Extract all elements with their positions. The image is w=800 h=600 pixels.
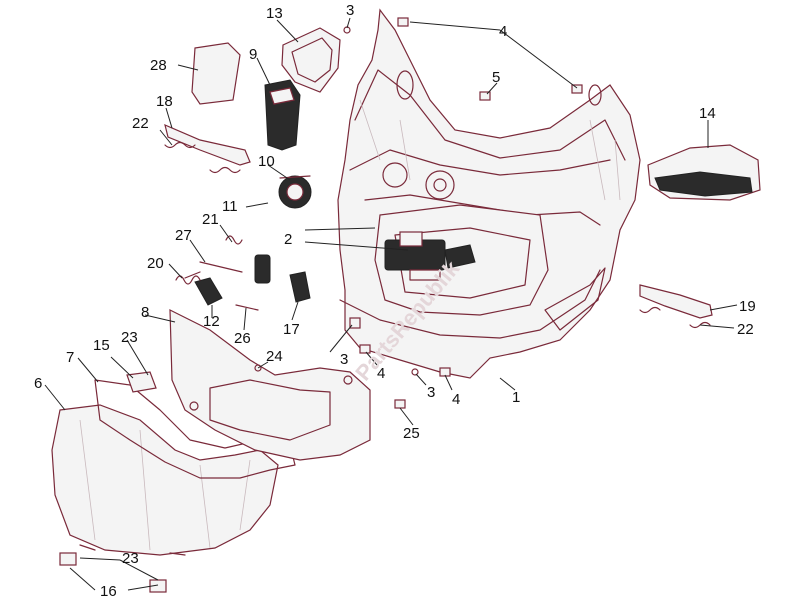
callout-17: 17 [283, 321, 300, 338]
callout-3: 3 [346, 2, 354, 19]
leader-lines [44, 17, 738, 591]
callout-13: 13 [266, 5, 283, 22]
part-inner-mat [94, 379, 296, 479]
part-fasteners [254, 17, 583, 409]
part-rubber-stop [289, 271, 311, 303]
callout-4: 4 [377, 365, 385, 382]
callout-8: 8 [141, 304, 149, 321]
part-lower-leg-shield [51, 404, 279, 556]
part-ignition-bezel [278, 175, 312, 209]
callout-2: 2 [284, 231, 292, 248]
part-storage-pocket [264, 79, 301, 151]
part-top-cover [647, 144, 761, 201]
callout-20: 20 [147, 255, 164, 272]
callout-11: 11 [222, 198, 238, 215]
callout-7: 7 [66, 349, 74, 366]
callout-19: 19 [739, 298, 756, 315]
part-pins [199, 254, 271, 311]
callout-9: 9 [249, 46, 257, 63]
callout-21: 21 [202, 211, 219, 228]
part-latch-lever [184, 271, 223, 306]
callout-4: 4 [452, 391, 460, 408]
callout-26: 26 [234, 330, 251, 347]
callout-5: 5 [492, 69, 500, 86]
part-leg-shield-panel [169, 309, 371, 461]
part-pad-28 [191, 42, 241, 105]
callout-23: 23 [121, 329, 138, 346]
callout-12: 12 [203, 313, 220, 330]
part-clip-bracket [126, 371, 157, 393]
callout-10: 10 [258, 153, 275, 170]
callout-27: 27 [175, 227, 192, 244]
callout-16: 16 [100, 583, 117, 600]
callout-4: 4 [499, 23, 507, 40]
part-bracket-left [164, 123, 251, 174]
callout-3: 3 [427, 384, 435, 401]
part-bracket-right [639, 284, 713, 329]
callout-6: 6 [34, 375, 42, 392]
callout-1: 1 [512, 389, 520, 406]
callout-22: 22 [737, 321, 754, 338]
callout-28: 28 [150, 57, 167, 74]
callout-labels: 1 2 3 3 3 4 4 4 5 6 7 8 9 10 11 12 13 14… [34, 2, 756, 600]
part-mirror-cover [281, 27, 341, 93]
callout-24: 24 [266, 348, 283, 365]
part-front-body-shield [337, 8, 641, 379]
part-glovebox-lock [384, 231, 476, 281]
callout-3: 3 [340, 351, 348, 368]
callout-23: 23 [122, 550, 139, 567]
part-lower-clips [59, 552, 167, 593]
callout-22: 22 [132, 115, 149, 132]
callout-14: 14 [699, 105, 716, 122]
callout-18: 18 [156, 93, 173, 110]
callout-25: 25 [403, 425, 420, 442]
callout-15: 15 [93, 337, 110, 354]
